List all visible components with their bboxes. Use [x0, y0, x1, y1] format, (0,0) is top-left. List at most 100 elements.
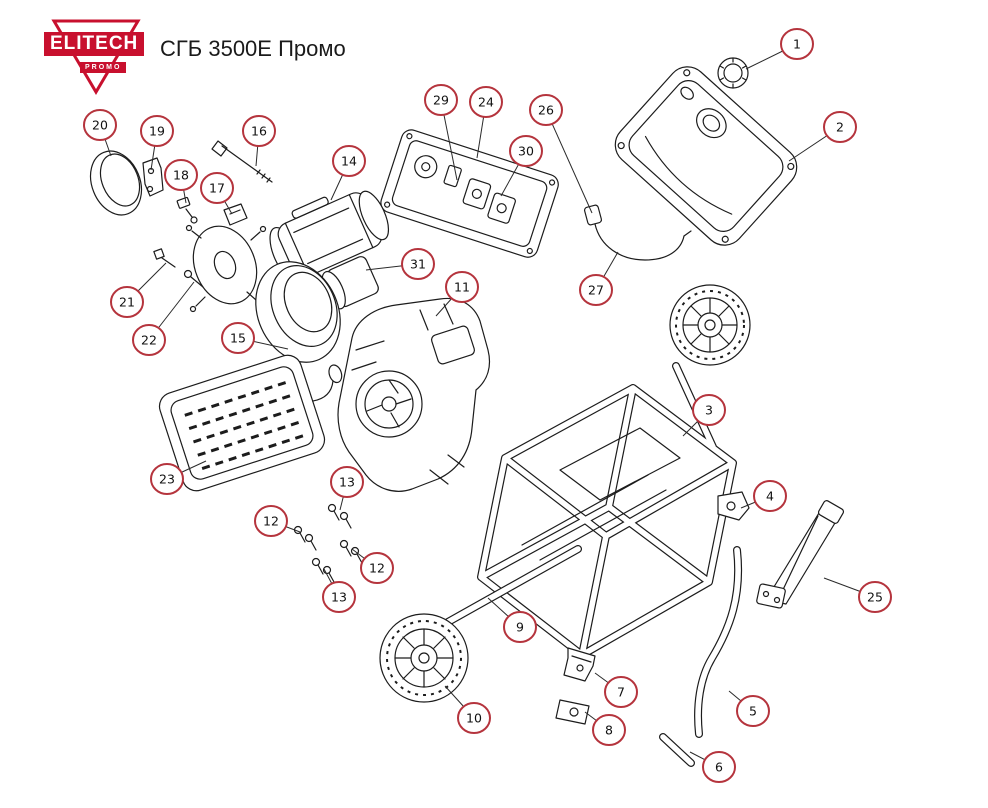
- callout-bubble-5: [736, 695, 770, 727]
- callout-16-9: 16: [242, 115, 276, 147]
- callout-bubble-26: [529, 94, 563, 126]
- callout-30-5: 30: [509, 135, 543, 167]
- air-filter-cover: [89, 150, 143, 216]
- callout-bubble-22: [132, 324, 166, 356]
- callout-number-13: 13: [339, 475, 355, 490]
- callout-bubble-1: [780, 28, 814, 60]
- callout-bubble-12: [254, 505, 288, 537]
- callout-6-31: 6: [702, 751, 736, 783]
- callout-bubble-24: [469, 86, 503, 118]
- callout-number-7: 7: [617, 685, 625, 700]
- callout-bubble-7: [604, 676, 638, 708]
- callout-27-6: 27: [579, 274, 613, 306]
- callout-bubble-11: [445, 271, 479, 303]
- callout-13-22: 13: [322, 581, 356, 613]
- callout-18-10: 18: [164, 159, 198, 191]
- elitech-logo: ELITECH PROMO: [44, 16, 145, 98]
- page-title: СГБ 3500Е Промо: [160, 36, 346, 61]
- rear-wheel: [669, 284, 751, 366]
- callout-number-12: 12: [369, 561, 385, 576]
- callout-9-26: 9: [503, 611, 537, 643]
- mount-bolt: [322, 565, 335, 583]
- callout-bubble-21: [110, 286, 144, 318]
- long-bolt: [211, 140, 273, 183]
- callout-bubble-12: [360, 552, 394, 584]
- callout-31-13: 31: [401, 248, 435, 280]
- mount-bolt: [304, 533, 317, 551]
- axle-rod: [444, 545, 582, 626]
- front-wheel: [379, 613, 469, 703]
- callout-number-23: 23: [159, 472, 175, 487]
- callout-11-14: 11: [445, 271, 479, 303]
- callout-number-14: 14: [341, 154, 357, 169]
- logo-text: ELITECH: [44, 32, 145, 56]
- callout-bubble-6: [702, 751, 736, 783]
- callout-number-5: 5: [749, 704, 757, 719]
- callout-number-11: 11: [454, 280, 470, 295]
- callout-17-11: 17: [200, 172, 234, 204]
- callout-number-31: 31: [410, 257, 426, 272]
- callout-number-6: 6: [715, 760, 723, 775]
- callout-2-1: 2: [823, 111, 857, 143]
- callout-number-29: 29: [433, 93, 449, 108]
- callout-number-16: 16: [251, 124, 267, 139]
- callout-29-2: 29: [424, 84, 458, 116]
- callout-bubble-8: [592, 714, 626, 746]
- blower-housing: [185, 224, 267, 313]
- callout-number-19: 19: [149, 124, 165, 139]
- callout-23-18: 23: [150, 463, 184, 495]
- logo-promo-badge: PROMO: [80, 62, 127, 73]
- callout-bubble-31: [401, 248, 435, 280]
- callout-number-9: 9: [516, 620, 524, 635]
- mount-bolt: [339, 539, 352, 557]
- callout-bubble-27: [579, 274, 613, 306]
- callout-10-27: 10: [457, 702, 491, 734]
- callout-5-30: 5: [736, 695, 770, 727]
- logo-triangle-icon: [51, 19, 141, 95]
- handle-pipe: [694, 546, 743, 738]
- callout-number-10: 10: [466, 711, 482, 726]
- filter-plate: [142, 157, 164, 197]
- callout-bubble-16: [242, 115, 276, 147]
- callout-21-15: 21: [110, 286, 144, 318]
- fuel-tank: [614, 66, 798, 246]
- callout-22-16: 22: [132, 324, 166, 356]
- callout-bubble-15: [221, 322, 255, 354]
- callout-bubble-13: [330, 466, 364, 498]
- mount-bolt: [293, 525, 306, 543]
- fastener-21: [153, 248, 176, 268]
- callout-bubble-2: [823, 111, 857, 143]
- callout-bubble-29: [424, 84, 458, 116]
- callout-25-25: 25: [858, 581, 892, 613]
- callout-bubble-18: [164, 159, 198, 191]
- callout-number-12: 12: [263, 514, 279, 529]
- fastener-22: [183, 269, 204, 288]
- callout-1-0: 1: [780, 28, 814, 60]
- callout-4-24: 4: [753, 480, 787, 512]
- callout-number-21: 21: [119, 295, 135, 310]
- callout-number-13: 13: [331, 590, 347, 605]
- callout-bubble-3: [692, 394, 726, 426]
- callout-bubble-13: [322, 581, 356, 613]
- callout-number-18: 18: [173, 168, 189, 183]
- callout-number-3: 3: [705, 403, 713, 418]
- callout-12-21: 12: [360, 552, 394, 584]
- callout-bubble-25: [858, 581, 892, 613]
- callout-number-17: 17: [209, 181, 225, 196]
- mount-bolt: [327, 503, 340, 521]
- bracket-17: [223, 203, 248, 226]
- rubber-foot: [555, 699, 590, 725]
- callout-number-27: 27: [588, 283, 604, 298]
- parts-artwork: [89, 57, 845, 767]
- callout-number-22: 22: [141, 333, 157, 348]
- callout-number-4: 4: [766, 489, 774, 504]
- vibration-mounts: [293, 503, 363, 583]
- callout-8-29: 8: [592, 714, 626, 746]
- callout-12-20: 12: [254, 505, 288, 537]
- callout-number-15: 15: [230, 331, 246, 346]
- callout-bubble-9: [503, 611, 537, 643]
- callout-number-20: 20: [92, 118, 108, 133]
- callout-number-2: 2: [836, 120, 844, 135]
